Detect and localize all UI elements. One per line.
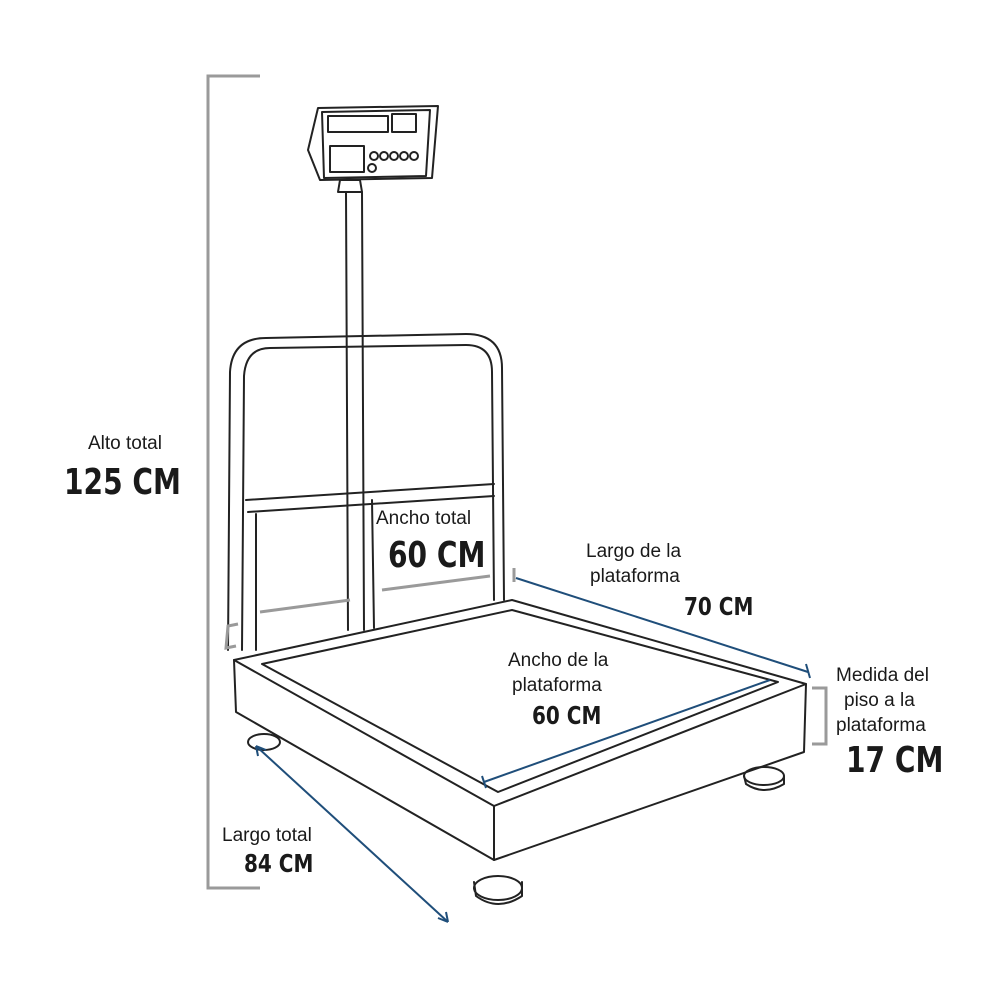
ancho-plataforma-caption-line1: Ancho de la	[508, 650, 609, 671]
largo-total-caption: Largo total	[222, 825, 312, 846]
foot-front	[473, 875, 523, 901]
dimension-platform-width	[483, 679, 771, 783]
indicator-display-2	[391, 113, 417, 133]
medida-piso-value: 17 CM	[846, 740, 944, 781]
platform-left-side	[233, 659, 495, 861]
dimension-height-bracket	[206, 74, 260, 890]
dimension-width-right	[381, 574, 491, 592]
ancho-plataforma-value: 60 CM	[532, 701, 602, 730]
alto-total-caption: Alto total	[88, 433, 162, 454]
medida-piso-caption-line2: piso a la	[844, 690, 915, 711]
indicator-mount	[337, 179, 363, 193]
platform-right-side	[493, 683, 807, 861]
largo-total-value: 84 CM	[244, 849, 314, 878]
foot-front-left	[247, 733, 281, 751]
scale-outline	[227, 105, 807, 905]
dimension-width-left	[259, 598, 351, 614]
indicator-head	[307, 105, 439, 181]
largo-plataforma-caption-line1: Largo de la	[586, 541, 682, 562]
dimension-total-length	[255, 745, 449, 923]
medida-piso-caption-line3: plataforma	[836, 715, 926, 736]
largo-plataforma-value: 70 CM	[684, 592, 754, 621]
indicator-printer	[329, 145, 365, 173]
dimension-platform-length	[515, 577, 809, 673]
indicator-display	[327, 115, 389, 133]
largo-plataforma-caption-line2: plataforma	[590, 566, 680, 587]
ancho-plataforma-caption-line2: plataforma	[512, 675, 602, 696]
platform-inset	[261, 609, 779, 793]
medida-piso-caption-line1: Medida del	[836, 665, 929, 686]
backrest-frame-outer	[227, 333, 505, 651]
indicator-face	[321, 109, 431, 179]
indicator-keys	[367, 151, 419, 173]
backrest-frame-inner	[241, 344, 495, 651]
dimension-lines-gray	[206, 74, 828, 890]
dimension-floor-bracket	[812, 686, 828, 746]
ancho-total-caption: Ancho total	[376, 508, 472, 529]
dimension-width-tick	[224, 622, 239, 650]
ancho-total-value: 60 CM	[388, 535, 486, 576]
foot-right	[743, 766, 785, 786]
dimension-lines-blue	[255, 577, 811, 923]
alto-total-value: 125 CM	[64, 462, 181, 503]
platform-top	[233, 599, 807, 807]
